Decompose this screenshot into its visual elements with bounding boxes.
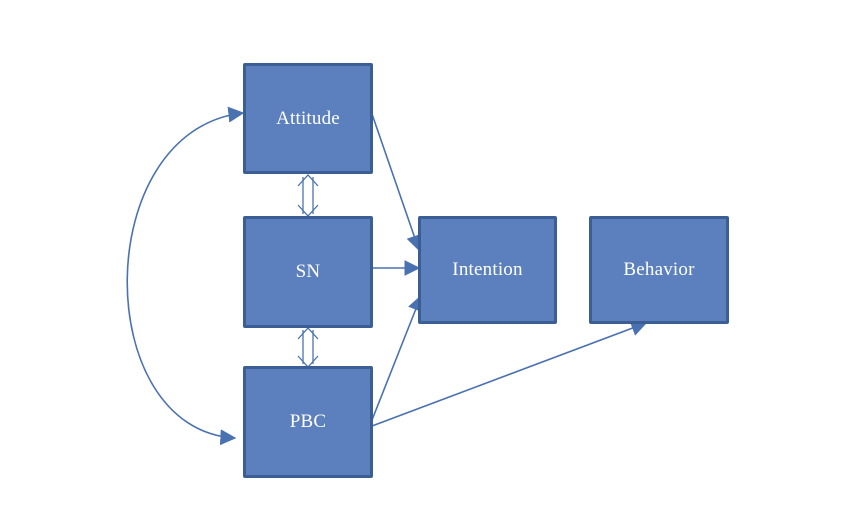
- edge-attitude-sn: [297, 174, 319, 217]
- edge-sn-pbc: [297, 327, 319, 368]
- pbc-label: PBC: [289, 411, 327, 432]
- behavior-label: Behavior: [623, 259, 695, 280]
- sn-node: SN: [243, 216, 373, 328]
- intention-node: Intention: [418, 216, 557, 324]
- edge-pbc-intention: [371, 294, 424, 421]
- intention-label: Intention: [452, 259, 523, 280]
- attitude-label: Attitude: [276, 107, 340, 129]
- pbc-node: PBC: [243, 366, 373, 478]
- sn-label: SN: [295, 261, 321, 282]
- behavior-node: Behavior: [589, 216, 729, 324]
- edge-pbc-behavior: [371, 320, 648, 427]
- edge-attitude-pbc-curved: [126, 106, 245, 446]
- attitude-node: Attitude: [243, 63, 373, 174]
- edge-attitude-intention: [371, 113, 422, 252]
